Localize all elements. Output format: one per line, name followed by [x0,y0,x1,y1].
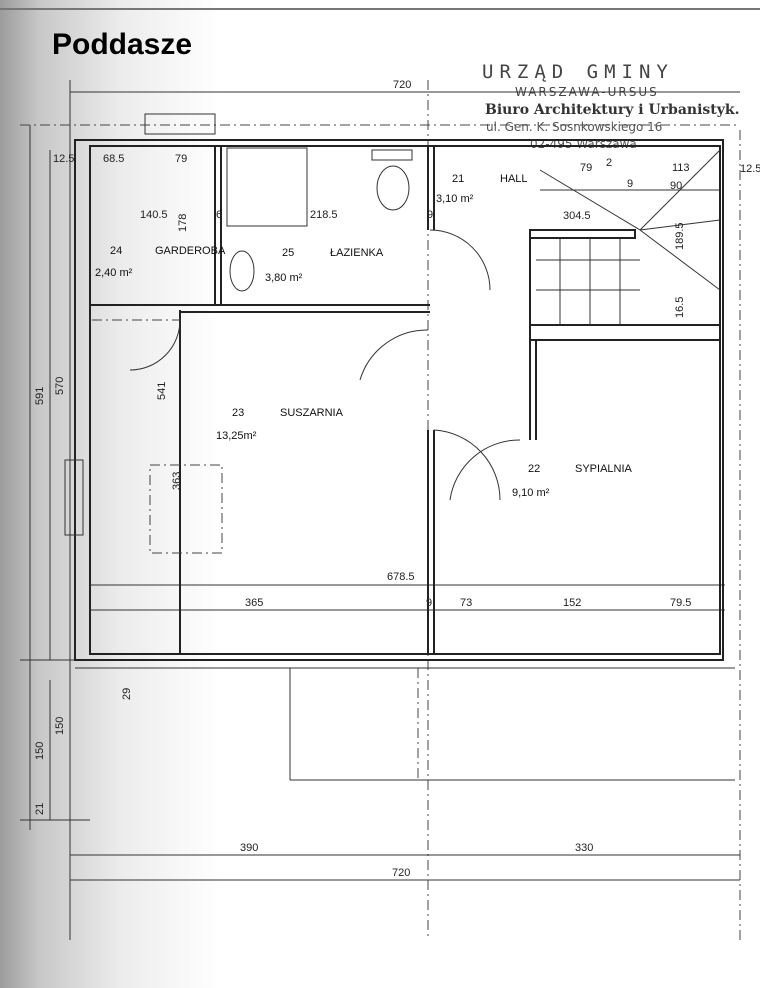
room-label-lazienka: 25 ŁAZIENKA 3,80 m² [265,247,384,284]
svg-text:21: 21 [34,803,46,815]
svg-text:21: 21 [452,173,464,185]
svg-text:22: 22 [528,463,540,475]
svg-text:68.5: 68.5 [103,153,124,165]
svg-text:ul. Gen. K. Sosnkowskiego 16: ul. Gen. K. Sosnkowskiego 16 [486,120,662,134]
svg-text:178: 178 [177,214,189,232]
svg-text:9: 9 [426,597,432,609]
svg-text:90: 90 [670,180,682,192]
svg-text:ŁAZIENKA: ŁAZIENKA [330,247,384,259]
dimension-labels: 720 12.5 68.5 79 140.5 178 6 218.5 9 79 … [34,79,760,879]
office-stamp: URZĄD GMINY WARSZAWA-URSUS Biuro Archite… [482,61,739,151]
svg-text:13,25m²: 13,25m² [216,430,257,442]
svg-text:79: 79 [580,162,592,174]
svg-text:12.5: 12.5 [740,163,760,175]
svg-text:150: 150 [34,742,46,760]
staircase [536,149,721,325]
svg-text:SYPIALNIA: SYPIALNIA [575,463,633,475]
svg-text:2,40 m²: 2,40 m² [95,267,133,279]
svg-text:2: 2 [606,157,612,169]
svg-text:218.5: 218.5 [310,209,338,221]
svg-text:6: 6 [216,209,222,221]
svg-text:3,80 m²: 3,80 m² [265,272,303,284]
svg-text:570: 570 [54,377,66,395]
svg-text:16.5: 16.5 [674,297,686,318]
svg-text:152: 152 [563,597,581,609]
svg-text:591: 591 [34,387,46,405]
svg-text:678.5: 678.5 [387,571,415,583]
svg-text:URZĄD GMINY: URZĄD GMINY [482,61,674,83]
svg-text:24: 24 [110,245,122,257]
svg-text:150: 150 [54,717,66,735]
svg-text:SUSZARNIA: SUSZARNIA [280,407,344,419]
svg-text:GARDEROBA: GARDEROBA [155,245,226,257]
svg-text:189.5: 189.5 [674,222,686,250]
scan-edge-line [0,8,760,10]
svg-text:330: 330 [575,842,593,854]
svg-text:79.5: 79.5 [670,597,691,609]
page-title: Poddasze [52,28,193,61]
svg-text:Biuro Architektury i Urbanisty: Biuro Architektury i Urbanistyk. [485,102,739,118]
svg-text:9: 9 [427,209,433,221]
svg-text:9,10 m²: 9,10 m² [512,487,550,499]
svg-text:365: 365 [245,597,263,609]
svg-text:720: 720 [393,79,411,91]
svg-text:720: 720 [392,867,410,879]
svg-text:363: 363 [171,472,183,490]
svg-text:HALL: HALL [500,173,528,185]
svg-text:12.5: 12.5 [53,153,74,165]
svg-text:113: 113 [672,162,690,174]
svg-text:390: 390 [240,842,258,854]
svg-text:541: 541 [156,382,168,400]
roof-windows [64,113,223,554]
svg-text:73: 73 [460,597,472,609]
svg-text:29: 29 [121,688,133,700]
walls [74,139,735,781]
bathroom-fixtures [226,147,413,292]
svg-text:79: 79 [175,153,187,165]
svg-text:23: 23 [232,407,244,419]
room-label-sypialnia: 22 SYPIALNIA 9,10 m² [512,463,633,499]
svg-text:3,10 m²: 3,10 m² [436,193,474,205]
svg-text:25: 25 [282,247,294,259]
room-label-hall: 21 HALL 3,10 m² [436,173,528,205]
svg-text:140.5: 140.5 [140,209,168,221]
svg-text:304.5: 304.5 [563,210,591,222]
svg-text:9: 9 [627,178,633,190]
room-label-suszarnia: 23 SUSZARNIA 13,25m² [216,407,344,442]
dimension-lines [20,80,741,940]
door-swings [129,229,521,501]
room-label-garderoba: 24 GARDEROBA 2,40 m² [95,245,226,279]
